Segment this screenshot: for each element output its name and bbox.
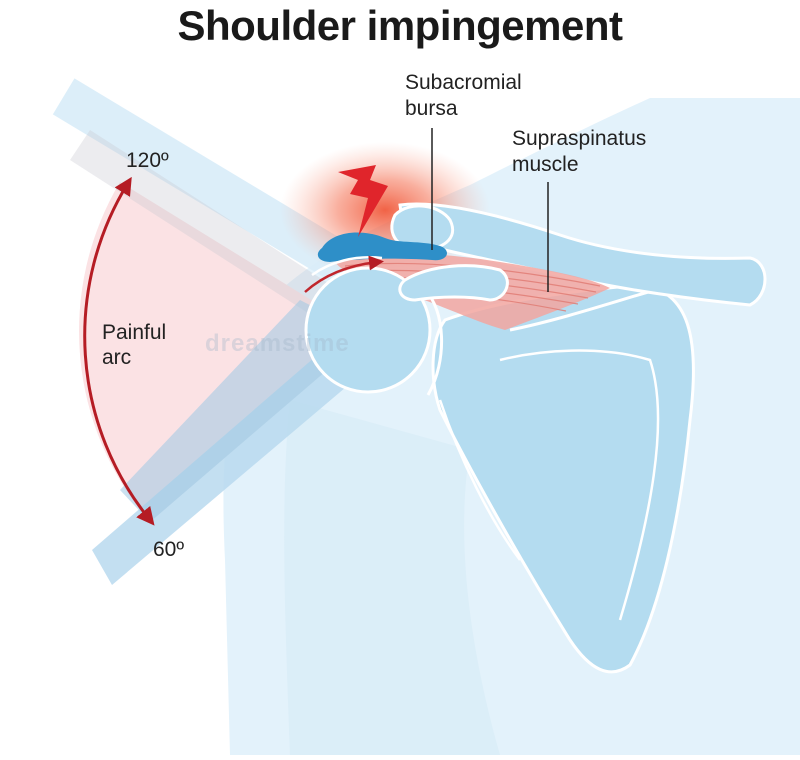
bursa-label-line2: bursa xyxy=(405,97,458,120)
painful-arc-label-line2: arc xyxy=(102,346,132,369)
muscle-label-line1: Supraspinatus xyxy=(512,127,647,150)
humeral-head xyxy=(304,266,432,394)
angle-60-label: 60º xyxy=(153,538,185,561)
bursa-label-line1: Subacromial xyxy=(405,71,522,94)
diagram-title: Shoulder impingement xyxy=(177,2,623,49)
scapula-inner-contour xyxy=(499,349,660,621)
scapula-lateral-contour xyxy=(438,399,522,561)
coracoid-process xyxy=(398,264,509,302)
arm-at-120-degrees xyxy=(52,78,358,285)
muscle-label-line2: muscle xyxy=(512,153,579,176)
subacromial-bursa xyxy=(317,232,447,262)
angle-120-label: 120º xyxy=(126,149,169,172)
arm-at-60-degrees xyxy=(92,325,378,585)
humerus-shaft xyxy=(120,300,368,522)
pain-lightning-icon xyxy=(338,165,388,237)
watermark-logo: dreamstime xyxy=(205,330,350,357)
tendon-arrow-red xyxy=(304,255,384,293)
torso-inner-shade xyxy=(284,400,500,755)
scapula-spine xyxy=(509,288,656,332)
painful-arc-arrow xyxy=(83,176,155,526)
painful-arc-label-line1: Painful xyxy=(102,321,167,344)
